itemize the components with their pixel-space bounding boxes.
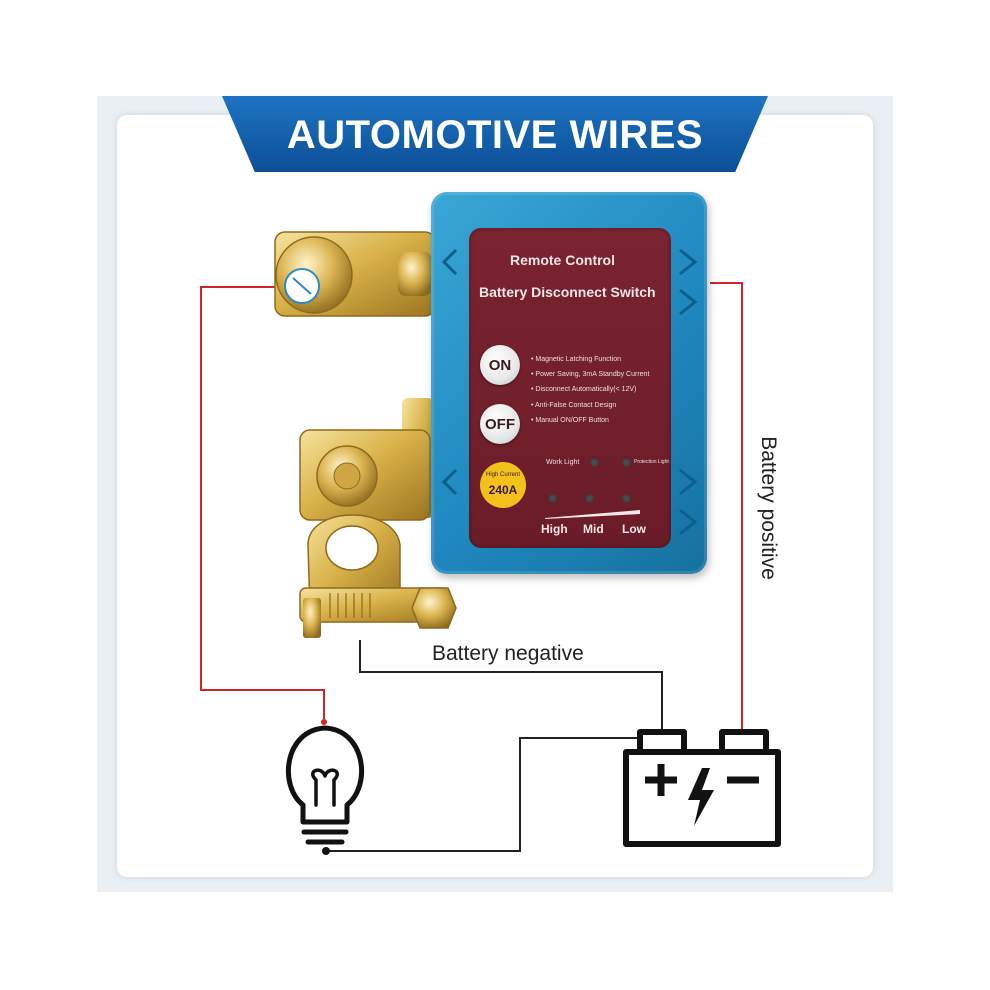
protection-light-led: [622, 458, 631, 467]
bulb-wire-end: [321, 719, 327, 725]
high-current-badge: High Current 240A: [480, 462, 526, 508]
level-led-high: [548, 494, 557, 503]
level-led-low: [622, 494, 631, 503]
work-light-label: Work Light: [546, 459, 580, 466]
badge-line-1: High Current: [485, 472, 520, 478]
device-title-remote: Remote Control: [510, 252, 615, 268]
level-label-low: Low: [622, 522, 646, 536]
on-button-label: ON: [488, 356, 512, 374]
level-label-mid: Mid: [583, 522, 604, 536]
level-label-high: High: [541, 522, 568, 536]
device-title-switch: Battery Disconnect Switch: [479, 284, 656, 300]
off-button-label: OFF: [485, 415, 515, 433]
level-led-mid: [585, 494, 594, 503]
protection-light-label: Protection Light: [634, 459, 669, 465]
feature-item: • Anti-False Contact Design: [531, 402, 617, 409]
feature-item: • Manual ON/OFF Button: [531, 417, 609, 424]
light-bulb-icon: [285, 725, 365, 845]
feature-item: • Magnetic Latching Function: [531, 356, 622, 363]
negative-wire: [326, 640, 663, 852]
brass-terminal-top: [274, 231, 436, 317]
off-button[interactable]: OFF: [480, 404, 520, 444]
work-light-led: [590, 458, 599, 467]
bulb-base-dot: [322, 847, 330, 855]
battery-negative-label: Battery negative: [432, 642, 584, 665]
banner-title: AUTOMOTIVE WIRES: [286, 112, 704, 157]
battery-positive-label: Battery positive: [757, 436, 780, 580]
positive-wire: [200, 282, 743, 732]
lightning-icon: [688, 768, 714, 826]
feature-item: • Power Saving, 3mA Standby Current: [531, 371, 650, 378]
car-battery-icon: [623, 729, 781, 847]
feature-item: • Disconnect Automatically(< 12V): [531, 386, 637, 393]
plus-icon: [645, 764, 677, 796]
badge-line-2: 240A: [488, 483, 518, 497]
brass-terminal-bottom: [299, 398, 457, 638]
title-banner: AUTOMOTIVE WIRES: [222, 96, 768, 172]
on-button[interactable]: ON: [480, 345, 520, 385]
